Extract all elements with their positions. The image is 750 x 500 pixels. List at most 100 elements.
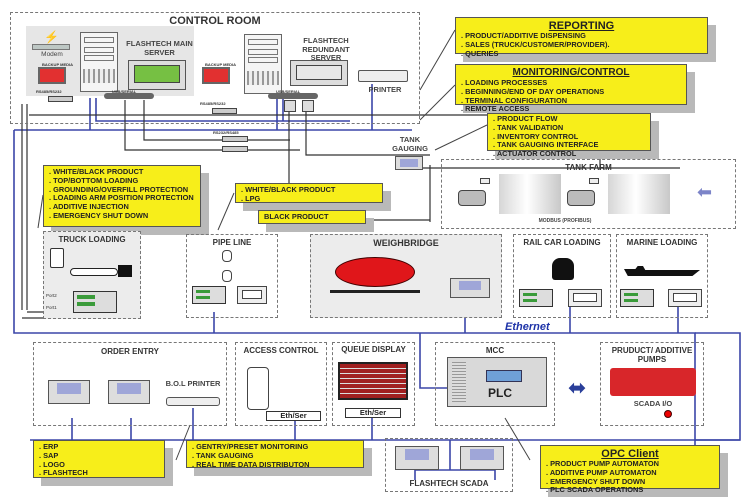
monitoring-item: TERMINAL CONFIGURATION — [461, 96, 681, 106]
opc-item: PRODUCT PUMP AUTOMATON — [546, 459, 714, 469]
monitoring-item: REMOTE ACCESS — [461, 105, 681, 114]
scada-io-label: SCADA I/O — [633, 399, 673, 408]
serial-label-1: RS485/RS232 — [36, 89, 62, 94]
opc-client-note: OPC Client PRODUCT PUMP AUTOMATON ADDITI… — [540, 445, 720, 494]
rail-car-loading-zone: RAIL CAR LOADING — [513, 234, 611, 318]
queue-display-board-icon — [338, 362, 408, 400]
weighbridge-tanker-icon — [335, 257, 415, 287]
scada-computer-icon-2 — [460, 446, 504, 470]
inflow-arrow-icon: ⬅ — [697, 182, 713, 202]
plc-cabinet-icon: PLC — [447, 357, 547, 407]
pipeline-note-item: WHITE/BLACK PRODUCT — [241, 185, 377, 195]
flashtech-scada-zone: FLASHTECH SCADA — [385, 438, 513, 492]
erp-item: LOGO — [39, 460, 159, 470]
reporting-note: REPORTING PRODUCT/ADDITIVE DISPENSING SA… — [455, 17, 708, 57]
erp-item: SAP — [39, 451, 159, 461]
black-product-note: BLACK PRODUCT — [258, 210, 366, 224]
preset-controller-icon — [50, 248, 64, 268]
erp-note: ERP SAP LOGO FLASHTECH — [33, 440, 165, 478]
mcc-title: MCC — [485, 346, 505, 355]
monitoring-item: LOADING PROCESSES — [461, 78, 681, 88]
truck-note-item: GROUNDING/OVERFILL PROTECTION — [49, 185, 195, 195]
erp-item: FLASHTECH — [39, 469, 159, 478]
serial-connector-icon-1 — [48, 96, 73, 102]
order-entry-computer-icon-1 — [48, 380, 90, 404]
opc-item: ADDITIVE PUMP AUTOMATON — [546, 468, 714, 478]
serial-adapter-icon-1 — [284, 100, 296, 112]
rail-car-title: RAIL CAR LOADING — [523, 238, 601, 247]
control-room-title: CONTROL ROOM — [169, 15, 261, 27]
tank-note-item: TANK VALIDATION — [493, 123, 645, 133]
queue-display-title: QUEUE DISPLAY — [341, 345, 406, 354]
gentry-item: GENTRY/PRESET MONITORING — [192, 442, 358, 452]
reporting-title: REPORTING — [548, 20, 615, 32]
marine-title: MARINE LOADING — [626, 238, 698, 247]
printer-label: PRINTER — [368, 85, 402, 94]
marine-controller-icon — [620, 289, 654, 307]
pumps-title: PRUDUCT/ ADDITIVE PUMPS — [611, 346, 693, 364]
tank-gauging-label: TANK GAUGING — [392, 135, 428, 153]
access-control-title: ACCESS CONTROL — [243, 346, 319, 355]
queue-display-zone: QUEUE DISPLAY — [332, 342, 415, 426]
serial-cable-icon-2 — [222, 146, 248, 152]
flashtech-scada-title: FLASHTECH SCADA — [409, 479, 489, 488]
tank-note-item: ACTUATOR CONTROL — [493, 149, 645, 159]
truck-cab-icon — [118, 265, 132, 277]
truck-note-item: TOP/BOTTOM LOADING — [49, 176, 195, 186]
order-entry-computer-icon-2 — [108, 380, 150, 404]
opc-item: EMERGENCY SHUT DOWN — [546, 477, 714, 487]
tank-farm-zone: TANK FARM — [441, 159, 736, 229]
serial-label-3: RS232/RS485 — [213, 130, 239, 135]
weighbridge-computer-icon — [450, 278, 490, 298]
serial-adapter-icon-2 — [302, 100, 314, 112]
rail-controller-icon — [519, 289, 553, 307]
pipeline-monitor-icon — [237, 286, 267, 304]
actuator-icon-1 — [480, 178, 490, 184]
pipeline-meter-icon-2 — [222, 270, 232, 282]
pipeline-meter-icon-1 — [222, 250, 232, 262]
truck-note-item: WHITE/BLACK PRODUCT — [49, 167, 195, 177]
backup-media-icon-1 — [38, 67, 66, 84]
flow-meter-icon-2 — [567, 190, 595, 206]
port1-label: Port1 — [46, 305, 57, 310]
storage-tank-icon-1 — [499, 174, 561, 214]
modem-label: Modem — [41, 51, 63, 58]
pumps-zone: PRUDUCT/ ADDITIVE PUMPS — [600, 342, 704, 426]
usb-serial-hub-icon-1 — [104, 93, 154, 99]
plc-label: PLC — [488, 386, 512, 400]
actuator-icon-2 — [589, 178, 599, 184]
truck-note-item: LOADING ARM POSITION PROTECTION — [49, 194, 195, 203]
tank-control-note: PRODUCT FLOW TANK VALIDATION INVENTORY C… — [487, 113, 651, 158]
backup-media-label-2: BACKUP MEDIA — [205, 62, 237, 67]
gentry-item: TANK GAUGING — [192, 451, 358, 461]
reporting-item: SALES (TRUCK/CUSTOMER/PROVIDER). — [461, 40, 702, 50]
truck-note-item: ADDITIVE INJECTION — [49, 202, 195, 212]
rail-monitor-icon — [568, 289, 602, 307]
emergency-stop-icon — [664, 410, 672, 418]
pipeline-note: WHITE/BLACK PRODUCT LPG — [235, 183, 383, 203]
monitoring-title: MONITORING/CONTROL — [512, 67, 630, 78]
usb-serial-label-1: USB/SERIAL — [112, 89, 137, 94]
truck-loading-controller-icon — [73, 291, 117, 313]
tank-gauging-computer-icon — [395, 156, 423, 170]
order-entry-zone: ORDER ENTRY — [33, 342, 227, 426]
gentry-note: GENTRY/PRESET MONITORING TANK GAUGING RE… — [186, 440, 364, 468]
monitoring-control-note: MONITORING/CONTROL LOADING PROCESSES BEG… — [455, 64, 687, 113]
tank-farm-title: TANK FARM — [565, 163, 612, 172]
pump-motor-icon — [610, 368, 696, 396]
tank-note-item: INVENTORY CONTROL — [493, 132, 645, 142]
order-entry-title: ORDER ENTRY — [101, 347, 159, 356]
pipe-line-zone: PIPE LINE — [186, 234, 278, 318]
erp-item: ERP — [39, 442, 159, 452]
printer-icon — [358, 70, 408, 82]
black-product-text: BLACK PRODUCT — [264, 212, 329, 221]
tank-note-item: PRODUCT FLOW — [493, 114, 645, 124]
redundant-server-label: FLASHTECH REDUNDANT SERVER — [302, 36, 350, 62]
pipeline-controller-icon — [192, 286, 226, 304]
main-server-label: FLASHTECH MAIN SERVER — [126, 39, 193, 57]
port2-label: Port2 — [46, 293, 57, 298]
eth-ser-converter-2: Eth/Ser — [345, 408, 401, 418]
pipe-line-title: PIPE LINE — [212, 238, 252, 247]
marine-monitor-icon — [668, 289, 702, 307]
serial-cable-icon-1 — [222, 136, 248, 142]
